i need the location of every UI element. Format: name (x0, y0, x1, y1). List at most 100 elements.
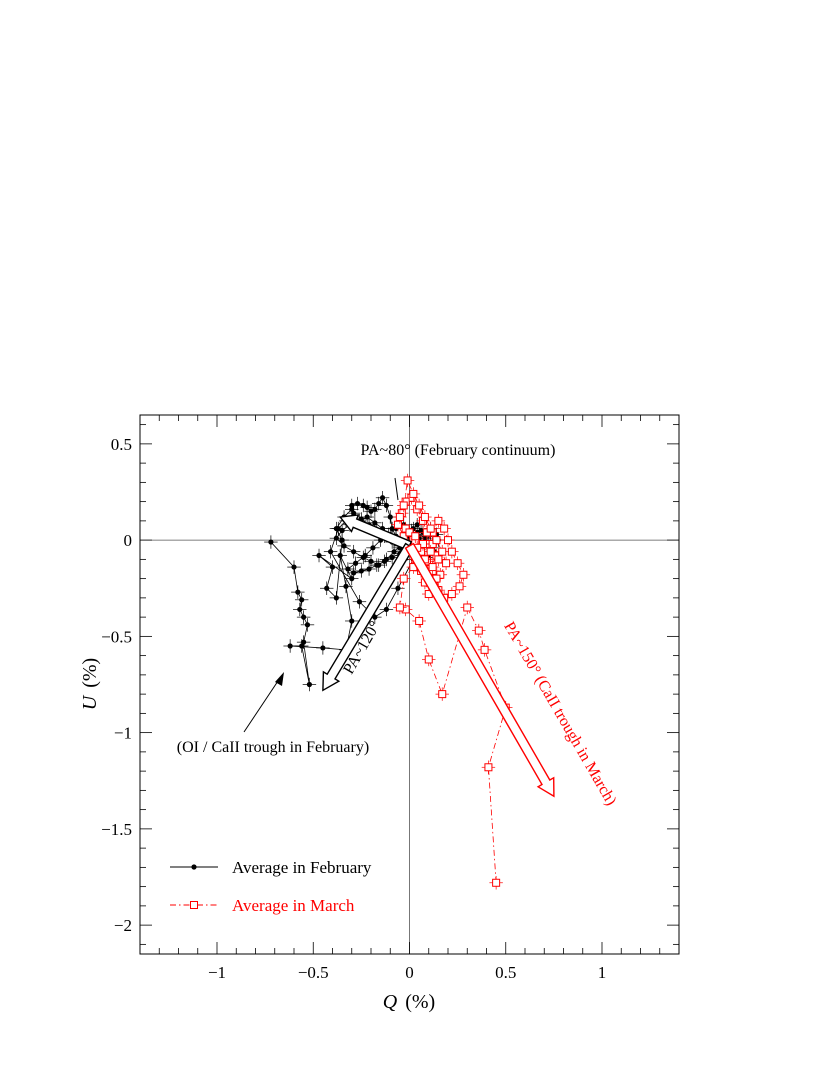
data-point (395, 513, 404, 522)
data-point (409, 489, 418, 498)
data-point (459, 570, 468, 579)
data-point (299, 597, 305, 603)
data-point (360, 554, 366, 561)
data-point (411, 532, 420, 541)
data-point (372, 520, 378, 526)
data-point (349, 576, 355, 582)
data-point (387, 514, 393, 520)
data-point (434, 555, 443, 564)
data-point (343, 583, 349, 589)
legend-marker-february (191, 864, 197, 870)
y-tick-label: −1.5 (101, 820, 132, 839)
data-point (399, 574, 408, 583)
data-point (399, 501, 408, 510)
data-point (428, 563, 437, 572)
data-point (368, 558, 374, 564)
legend: Average in February Average in March (170, 858, 372, 915)
y-axis-label: U(%) (79, 658, 101, 710)
legend-item-february: Average in February (170, 858, 372, 877)
data-point (287, 643, 293, 649)
data-point (306, 681, 312, 688)
data-point (370, 545, 376, 551)
annotation-oi-caii-leader (243, 677, 281, 733)
data-point (349, 502, 355, 509)
data-point (364, 504, 370, 510)
data-point (376, 562, 382, 568)
data-point (372, 506, 378, 512)
data-point (327, 549, 334, 555)
data-point (403, 476, 412, 485)
pa-arrow-1 (322, 542, 415, 692)
data-point (351, 570, 357, 576)
legend-label-february: Average in February (232, 858, 372, 877)
data-point (415, 616, 424, 625)
data-point (383, 556, 389, 562)
data-point (447, 547, 456, 556)
data-point (453, 559, 462, 568)
data-point (376, 500, 382, 507)
legend-label-march: Average in March (232, 896, 355, 915)
y-tick-label: −2 (114, 916, 132, 935)
data-point (447, 590, 456, 599)
data-point (351, 549, 357, 555)
annotation-oi-caii-arrowhead (275, 672, 284, 686)
data-point (351, 510, 357, 516)
data-point (424, 655, 433, 664)
data-point (391, 549, 397, 555)
data-point (438, 690, 447, 699)
y-tick-label: 0.5 (111, 435, 132, 454)
data-point (393, 520, 402, 529)
data-point (291, 564, 297, 570)
data-point (301, 614, 307, 620)
data-point (389, 554, 395, 561)
data-point (420, 513, 429, 522)
data-point (383, 502, 389, 509)
data-point (295, 589, 301, 595)
data-point (320, 645, 326, 651)
data-point (304, 622, 311, 628)
axis-ticks (139, 415, 680, 954)
data-point (438, 547, 447, 556)
y-tick-label: −0.5 (101, 627, 132, 646)
data-point (480, 645, 489, 654)
x-tick-label: 0.5 (495, 963, 516, 982)
data-point (335, 525, 341, 532)
data-point (492, 878, 501, 887)
data-point (358, 568, 364, 574)
data-point (364, 514, 370, 520)
data-point (455, 582, 464, 591)
data-point (368, 508, 374, 514)
data-point (268, 539, 274, 545)
data-point (395, 585, 401, 591)
data-point (383, 606, 389, 613)
y-tick-label: −1 (114, 724, 132, 743)
data-point (366, 566, 372, 572)
data-point (474, 626, 483, 635)
x-tick-label: 1 (598, 963, 607, 982)
pa-arrow-0 (338, 514, 413, 552)
x-tick-label: 0 (405, 963, 414, 982)
y-tick-label: 0 (124, 531, 133, 550)
data-point (432, 536, 441, 545)
pa-arrows (322, 514, 555, 798)
data-point (395, 603, 404, 612)
data-point (316, 552, 322, 559)
x-tick-label: −1 (208, 963, 226, 982)
data-point (345, 566, 351, 572)
annotation-pa80-leader (394, 477, 399, 501)
data-point (337, 552, 343, 559)
data-point (354, 500, 361, 507)
data-point (339, 537, 345, 543)
data-point (442, 559, 451, 568)
x-axis-label: Q(%) (383, 991, 435, 1013)
data-point (324, 585, 330, 591)
data-point (356, 599, 363, 605)
data-point (440, 524, 449, 533)
data-point (333, 535, 339, 541)
data-point (329, 564, 336, 570)
data-point (353, 560, 359, 566)
data-point (360, 502, 366, 509)
data-point (333, 595, 339, 601)
data-point (415, 501, 424, 510)
